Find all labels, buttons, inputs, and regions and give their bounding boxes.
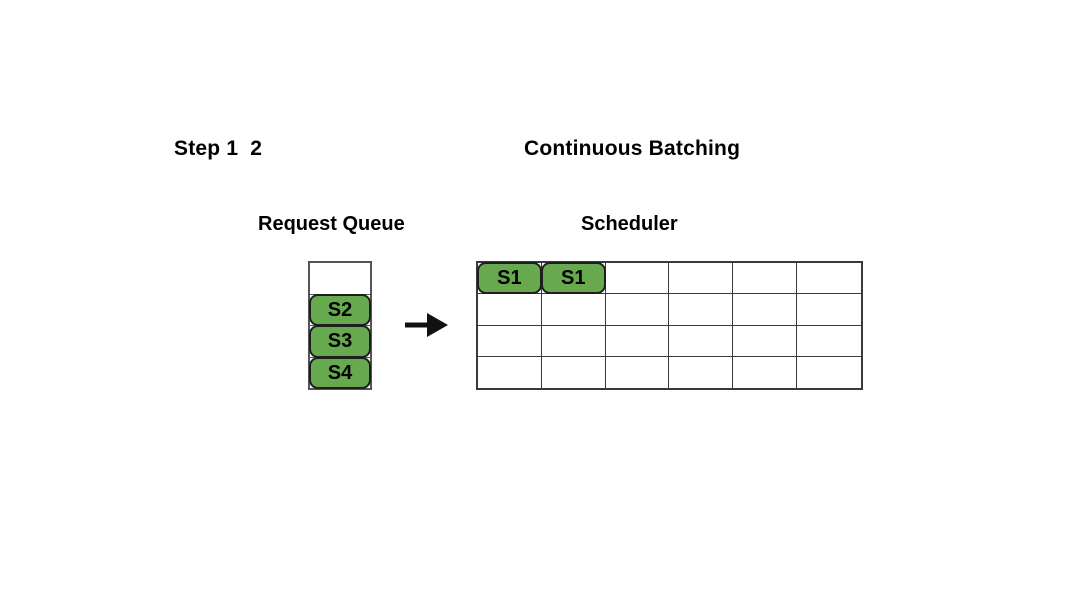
scheduler-cell[interactable]: S1 (477, 262, 542, 295)
queue-slot: S3 (309, 325, 371, 358)
scheduler-cell[interactable] (797, 294, 861, 326)
scheduler-cell[interactable] (669, 263, 734, 295)
request-queue-title: Request Queue (258, 213, 405, 235)
arrow-right-icon (403, 305, 451, 345)
scheduler-cell[interactable] (797, 263, 861, 295)
scheduler-cell[interactable] (478, 356, 542, 388)
scheduler-cell[interactable]: S1 (540, 262, 606, 295)
request-queue-box: S2 S3 S4 (308, 261, 372, 390)
step-label: Step 1 2 (174, 137, 263, 160)
scheduler-cell[interactable] (797, 357, 861, 388)
scheduler-cell[interactable] (797, 326, 861, 357)
request-block[interactable]: S3 (309, 325, 371, 358)
scheduler-cell[interactable] (669, 356, 734, 388)
queue-slot (310, 263, 370, 294)
scheduler-cell[interactable] (733, 325, 798, 357)
scheduler-cell[interactable] (541, 325, 606, 357)
scheduler-block[interactable]: S1 (540, 262, 606, 295)
scheduler-cell[interactable] (478, 294, 542, 326)
scheduler-cell[interactable] (605, 263, 670, 295)
scheduler-cell[interactable] (669, 325, 734, 357)
scheduler-cell[interactable] (669, 294, 734, 326)
page-title: Continuous Batching (524, 137, 741, 160)
request-block[interactable]: S4 (309, 356, 371, 389)
scheduler-cell[interactable] (733, 356, 798, 388)
queue-slot: S4 (309, 356, 371, 389)
request-block[interactable]: S2 (309, 293, 371, 326)
scheduler-cell[interactable] (478, 325, 542, 357)
scheduler-cell[interactable] (606, 356, 670, 388)
scheduler-block[interactable]: S1 (477, 262, 542, 295)
scheduler-cell[interactable] (542, 356, 606, 388)
scheduler-title: Scheduler (581, 213, 678, 235)
scheduler-cell[interactable] (733, 294, 798, 326)
queue-slot: S2 (309, 293, 371, 326)
scheduler-cell[interactable] (605, 294, 670, 326)
scheduler-cell[interactable] (541, 294, 606, 326)
scheduler-cell[interactable] (605, 325, 670, 357)
scheduler-grid: S1 S1 (476, 261, 863, 390)
scheduler-cell[interactable] (733, 263, 798, 295)
